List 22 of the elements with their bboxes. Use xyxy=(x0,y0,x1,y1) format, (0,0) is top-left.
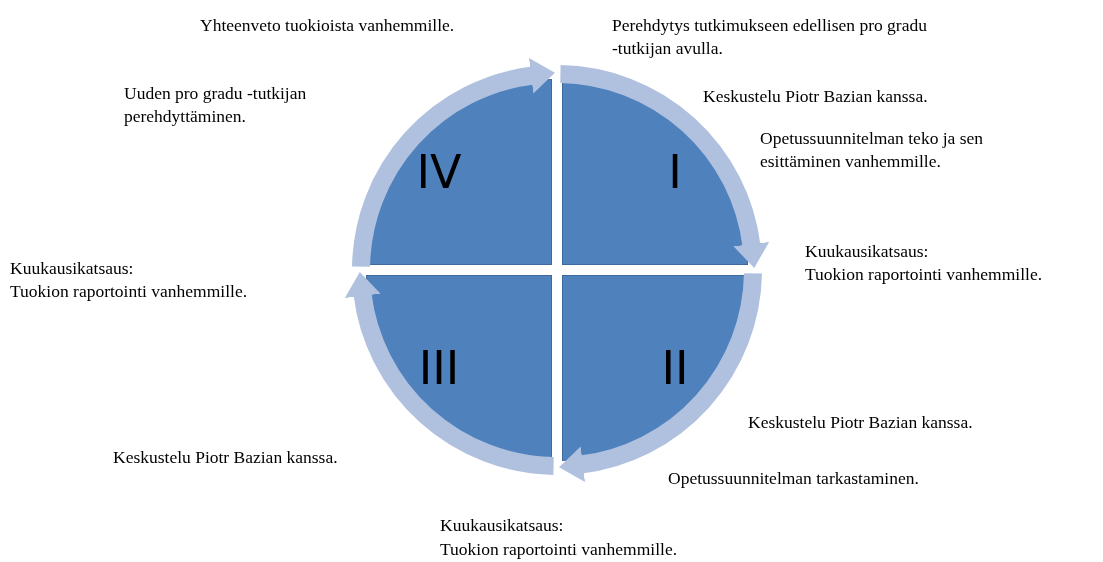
note-text: Keskustelu Piotr Bazian kanssa. xyxy=(113,446,338,469)
cycle-arrow xyxy=(559,272,762,482)
note-text: Kuukausikatsaus: xyxy=(10,257,134,280)
note-text: Tuokion raportointi vanhemmille. xyxy=(440,538,678,561)
note-text: Tuokion raportointi vanhemmille. xyxy=(10,280,248,303)
note-text: Tuokion raportointi vanhemmille. xyxy=(805,263,1043,286)
quadrant-numeral: III xyxy=(418,345,460,391)
note-text: Keskustelu Piotr Bazian kanssa. xyxy=(748,411,973,434)
quadrant-numeral: IV xyxy=(416,149,462,195)
quadrant-numeral: I xyxy=(668,149,682,195)
note-text: Yhteenveto tuokioista vanhemmille. xyxy=(200,14,455,37)
note-text: Keskustelu Piotr Bazian kanssa. xyxy=(703,85,928,108)
cycle-arrow xyxy=(345,272,555,475)
cycle-arrow xyxy=(559,65,769,268)
quadrant-numeral: II xyxy=(661,345,689,391)
cycle-arrow xyxy=(352,58,555,268)
note-text: Kuukausikatsaus: xyxy=(440,514,564,537)
note-text: Kuukausikatsaus: xyxy=(805,240,929,263)
note-text: Uuden pro gradu -tutkijan perehdyttäminen. xyxy=(124,82,308,128)
note-text: Opetussuunnitelman teko ja sen esittäminen vanhemmille. xyxy=(760,127,985,173)
note-text: Perehdytys tutkimukseen edellisen pro gradu -tutkijan avulla. xyxy=(612,14,928,60)
note-text: Opetussuunnitelman tarkastaminen. xyxy=(668,467,919,490)
